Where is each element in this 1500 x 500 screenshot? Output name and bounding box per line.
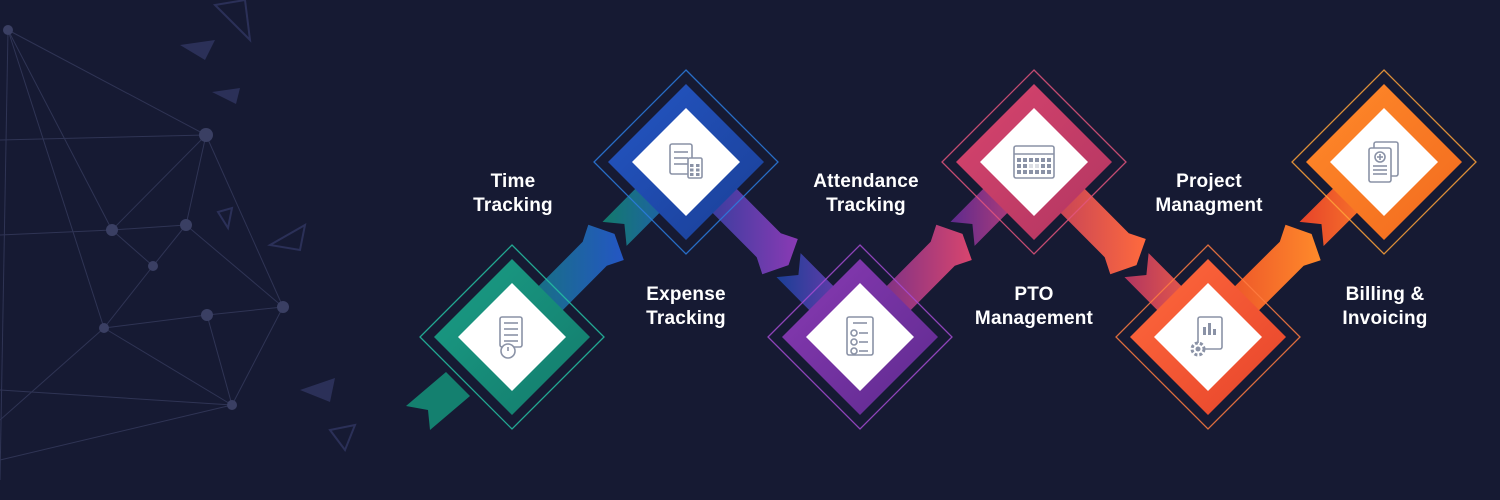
step-label-expense: Expense Tracking — [591, 283, 781, 331]
step-label-attendance: Attendance Tracking — [771, 170, 961, 218]
node-outline — [593, 69, 779, 255]
step-label-pto: PTO Management — [939, 283, 1129, 331]
node-outline — [941, 69, 1127, 255]
step-label-billing: Billing & Invoicing — [1290, 283, 1480, 331]
step-label-attendance-line2: Tracking — [826, 195, 906, 216]
step-label-billing-line2: Invoicing — [1342, 308, 1428, 329]
step-label-project: Project Managment — [1114, 170, 1304, 218]
step-label-pto-line1: PTO — [1014, 284, 1054, 305]
node-outline — [767, 244, 953, 430]
calculator-document-icon — [669, 143, 703, 179]
invoice-dollar-icon — [1368, 141, 1399, 183]
step-node-billing — [1115, 244, 1301, 430]
node-tile — [632, 108, 740, 216]
node-tile — [806, 283, 914, 391]
step-label-time: Time Tracking — [418, 170, 608, 218]
step-label-project-line2: Managment — [1155, 195, 1263, 216]
node-outline — [1291, 69, 1477, 255]
step-label-time-line2: Tracking — [473, 195, 553, 216]
step-label-project-line1: Project — [1176, 171, 1242, 192]
calendar-grid-icon — [1013, 145, 1055, 179]
step-node-time — [593, 69, 779, 255]
ribbon-tail — [406, 372, 470, 430]
step-label-time-line1: Time — [490, 171, 536, 192]
node-tile — [1154, 283, 1262, 391]
step-node-attendance — [941, 69, 1127, 255]
step-node-project — [1291, 69, 1477, 255]
step-label-expense-line1: Expense — [646, 284, 726, 305]
step-label-billing-line1: Billing & — [1345, 284, 1425, 305]
step-label-attendance-line1: Attendance — [813, 171, 919, 192]
step-node-expense — [419, 244, 605, 430]
node-outline — [1115, 244, 1301, 430]
step-node-pto — [767, 244, 953, 430]
node-outline — [419, 244, 605, 430]
node-tile — [980, 108, 1088, 216]
gear-chart-icon — [1190, 316, 1223, 357]
step-label-expense-line2: Tracking — [646, 308, 726, 329]
node-tile — [458, 283, 566, 391]
employee-list-icon — [846, 316, 874, 356]
step-label-pto-line2: Management — [974, 308, 1094, 329]
receipt-stopwatch-icon — [499, 316, 523, 359]
